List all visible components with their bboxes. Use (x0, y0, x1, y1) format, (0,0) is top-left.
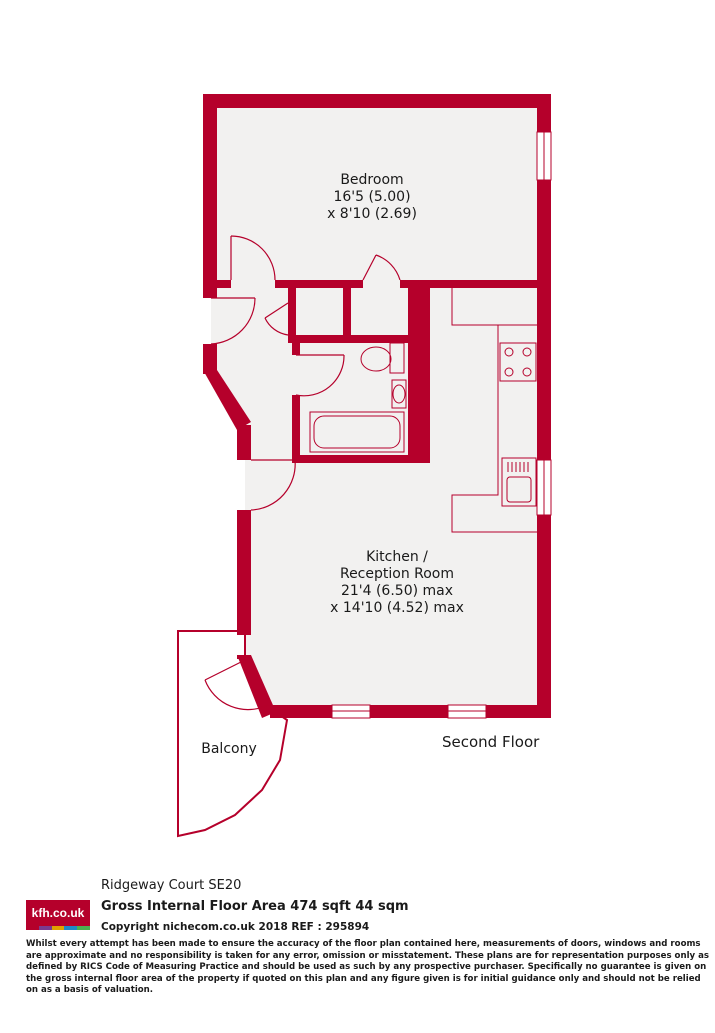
agency-logo: kfh.co.uk (26, 900, 90, 930)
copyright: Copyright nichecom.co.uk 2018 REF : 2958… (101, 921, 370, 933)
kitchen-sink (501, 457, 537, 507)
balcony-floor (177, 630, 289, 838)
apartment-floor (211, 100, 545, 712)
bedroom-name: Bedroom (340, 172, 403, 188)
logo-bar (38, 926, 52, 930)
logo-bar (64, 926, 78, 930)
kitchen-name2: Reception Room (340, 566, 454, 582)
property-address: Ridgeway Court SE20 (101, 878, 242, 893)
logo-text: kfh.co.uk (31, 906, 85, 920)
bedroom-dim2: x 8'10 (2.69) (327, 206, 417, 222)
doors (204, 235, 401, 711)
toilet-bowl (360, 346, 392, 372)
bathroom-fixtures (309, 342, 407, 453)
toilet-cistern (389, 342, 405, 374)
hob (499, 342, 537, 382)
windows (331, 131, 552, 719)
floor-label: Second Floor (442, 733, 540, 751)
gross-internal-area: Gross Internal Floor Area 474 sqft 44 sq… (101, 899, 409, 914)
internal-walls (203, 280, 537, 463)
kitchen-dim2: x 14'10 (4.52) max (330, 600, 464, 616)
floor-plan: Bedroom 16'5 (5.00) x 8'10 (2.69) Kitche… (177, 94, 552, 838)
logo-bar (51, 926, 65, 930)
kitchen-counters (451, 288, 537, 533)
kitchen-name1: Kitchen / (366, 549, 428, 565)
disclaimer: Whilst every attempt has been made to en… (26, 939, 710, 995)
outer-walls (203, 94, 551, 718)
logo-color-bars (26, 926, 90, 930)
basin (391, 379, 407, 409)
balcony-name: Balcony (201, 741, 257, 757)
bedroom-dim1: 16'5 (5.00) (333, 189, 410, 205)
logo-bar (77, 926, 90, 930)
logo-bar (26, 926, 39, 930)
kitchen-dim1: 21'4 (6.50) max (341, 583, 453, 599)
bath (309, 411, 405, 453)
